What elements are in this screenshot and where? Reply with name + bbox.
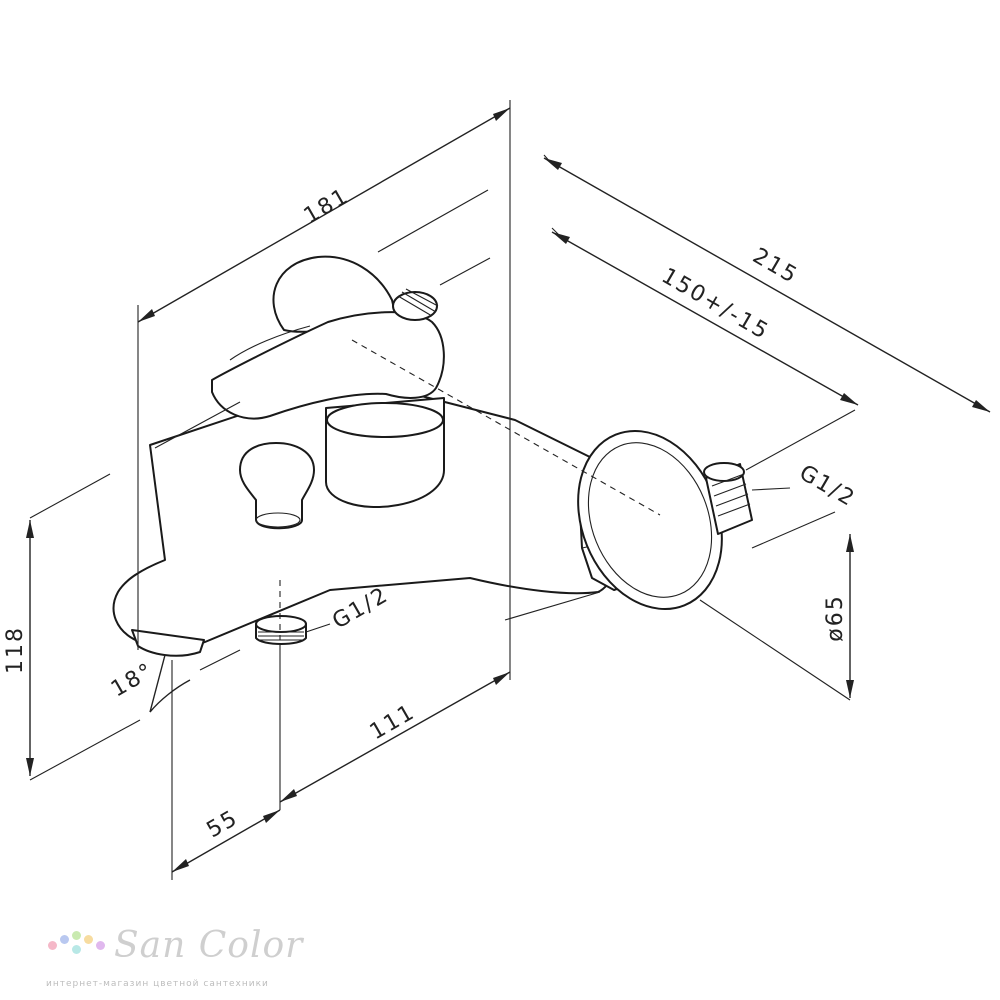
watermark-dot — [60, 935, 69, 944]
extension-lines — [29, 100, 856, 880]
label-spout-angle: 18° — [107, 658, 158, 702]
watermark-dot — [72, 945, 81, 954]
faucet-body — [112, 255, 753, 657]
watermark-dot — [84, 935, 93, 944]
store-watermark: San Color интернет-магазин цветной санте… — [40, 925, 340, 995]
watermark-dot — [48, 941, 57, 950]
watermark-brand: San Color — [114, 925, 304, 966]
dimension-lines — [26, 107, 991, 873]
label-center-distance: 150+/-15 — [657, 264, 773, 346]
label-inlet-thread: G1/2 — [795, 460, 860, 512]
watermark-dot — [96, 941, 105, 950]
label-wall-projection: 215 — [748, 244, 802, 290]
center-lines — [279, 339, 661, 640]
label-overall-length: 181 — [300, 184, 354, 230]
label-height: 118 — [3, 626, 28, 674]
watermark-dot — [72, 931, 81, 940]
watermark-tagline: интернет-магазин цветной сантехники — [46, 979, 269, 989]
label-spout-to-outlet: 55 — [203, 806, 243, 844]
label-flange-diameter: ø65 — [823, 594, 848, 641]
